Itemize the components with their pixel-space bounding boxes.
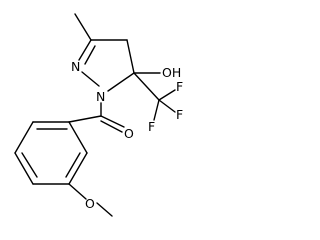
bond-aryl-inner-b [21,152,38,178]
bond-n2-c3-inner [84,45,96,65]
atom-label-hydroxyl: OH [162,65,181,80]
bond-cf3-f-bottom [153,99,160,121]
bond-aryl-3-4 [14,152,34,185]
bond-aryl-6-1 [68,121,88,154]
bond-methyl-c3 [74,13,92,41]
atom-label-n-ring-acyl: N [96,89,105,104]
atom-label-n-ring-double: N [71,59,80,74]
bond-aryl-5-6 [68,152,88,185]
bond-aryl-2-3 [14,121,34,154]
bond-carbonyl-oxygen [100,115,125,128]
bond-aryl-methoxy-o [68,183,87,200]
bond-c5-n1 [107,72,135,92]
bond-carbonyl-oxygen-double [100,120,123,133]
atom-label-carbonyl-oxygen: O [124,126,134,141]
bond-aryl-inner-c [65,152,81,178]
bond-c5-cf3 [133,72,160,101]
bond-cf3-f-right [158,99,176,113]
bond-n1-n2 [81,71,100,87]
bond-c4-c5 [126,39,135,74]
bond-methoxy-methyl [96,202,113,217]
atom-label-methoxy-oxygen: O [85,196,95,211]
bond-n2-c3 [78,39,92,61]
bond-carbonyl-aryl [68,115,102,123]
atom-label-fluorine-top: F [176,79,183,94]
atom-label-fluorine-bottom: F [148,119,155,134]
chemical-structure-diagram: N N OH F F F O O [14,13,183,217]
bond-cf3-f-top [158,89,176,101]
atom-label-fluorine-right: F [176,107,183,122]
